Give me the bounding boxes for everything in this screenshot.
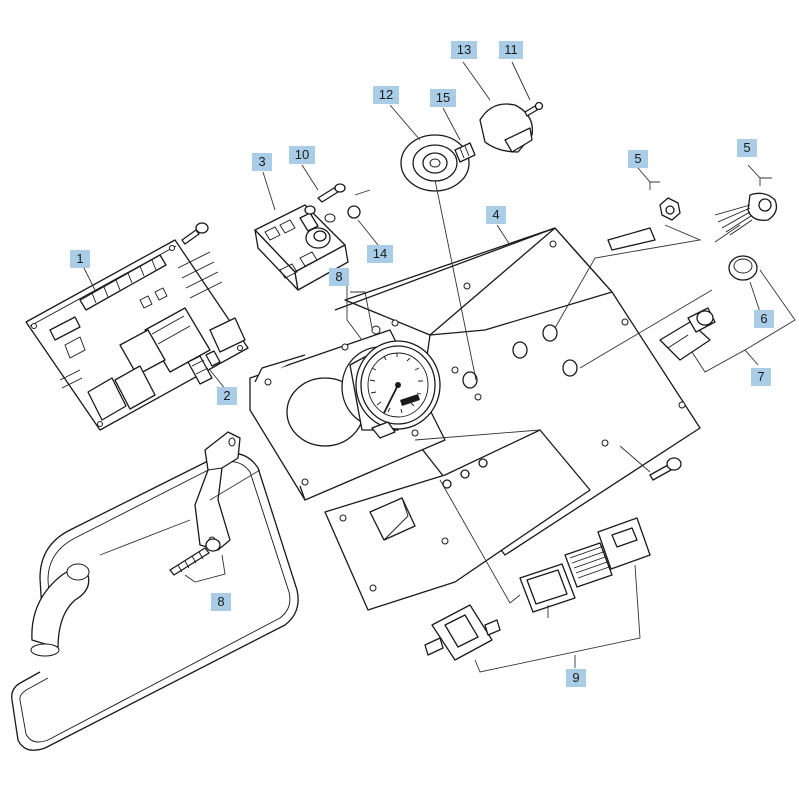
knob-set-screw bbox=[524, 101, 544, 117]
selector-switch-block bbox=[254, 204, 349, 291]
bracket-screw bbox=[169, 538, 221, 576]
lower-switch-panel bbox=[324, 429, 591, 611]
callout-5-switch: 5 bbox=[737, 139, 757, 157]
o-ring bbox=[347, 205, 361, 219]
callout-8-bracket: 8 bbox=[211, 593, 231, 611]
callout-2: 2 bbox=[217, 387, 237, 405]
switch-holder bbox=[424, 604, 501, 661]
callout-15: 15 bbox=[430, 89, 456, 107]
callout-8-gauge-plate: 8 bbox=[329, 268, 349, 286]
indicator-lamp-lens bbox=[728, 255, 758, 281]
callout-3: 3 bbox=[252, 153, 272, 171]
panel-screw bbox=[649, 457, 682, 481]
cable-gland-nut bbox=[607, 197, 681, 251]
small-washers bbox=[442, 458, 488, 489]
indicator-lamp-holder bbox=[659, 307, 716, 361]
pressure-switch-with-wires bbox=[714, 192, 778, 236]
fuse-holder bbox=[187, 350, 221, 385]
control-circuit-board bbox=[25, 239, 249, 431]
switch-frame bbox=[519, 563, 576, 613]
callout-5-gland: 5 bbox=[628, 150, 648, 168]
leader-lines bbox=[83, 61, 796, 673]
callout-10: 10 bbox=[289, 146, 315, 164]
switch-cover bbox=[564, 542, 613, 588]
board-screw bbox=[181, 222, 209, 245]
callout-4: 4 bbox=[486, 206, 506, 224]
bent-hose bbox=[11, 452, 299, 751]
control-knob-base bbox=[400, 134, 470, 192]
callout-6: 6 bbox=[754, 310, 774, 328]
switch-knob-screw bbox=[317, 183, 346, 203]
callout-7: 7 bbox=[751, 368, 771, 386]
callout-12: 12 bbox=[373, 86, 399, 104]
control-knob-cap bbox=[479, 103, 534, 153]
callout-9: 9 bbox=[566, 669, 586, 687]
callout-11: 11 bbox=[499, 41, 523, 59]
callout-14: 14 bbox=[367, 245, 393, 263]
pressure-gauge bbox=[341, 325, 441, 439]
knob-insert bbox=[454, 142, 476, 163]
rocker-switch bbox=[597, 517, 651, 570]
callout-1: 1 bbox=[70, 250, 90, 268]
callout-13: 13 bbox=[451, 41, 477, 59]
